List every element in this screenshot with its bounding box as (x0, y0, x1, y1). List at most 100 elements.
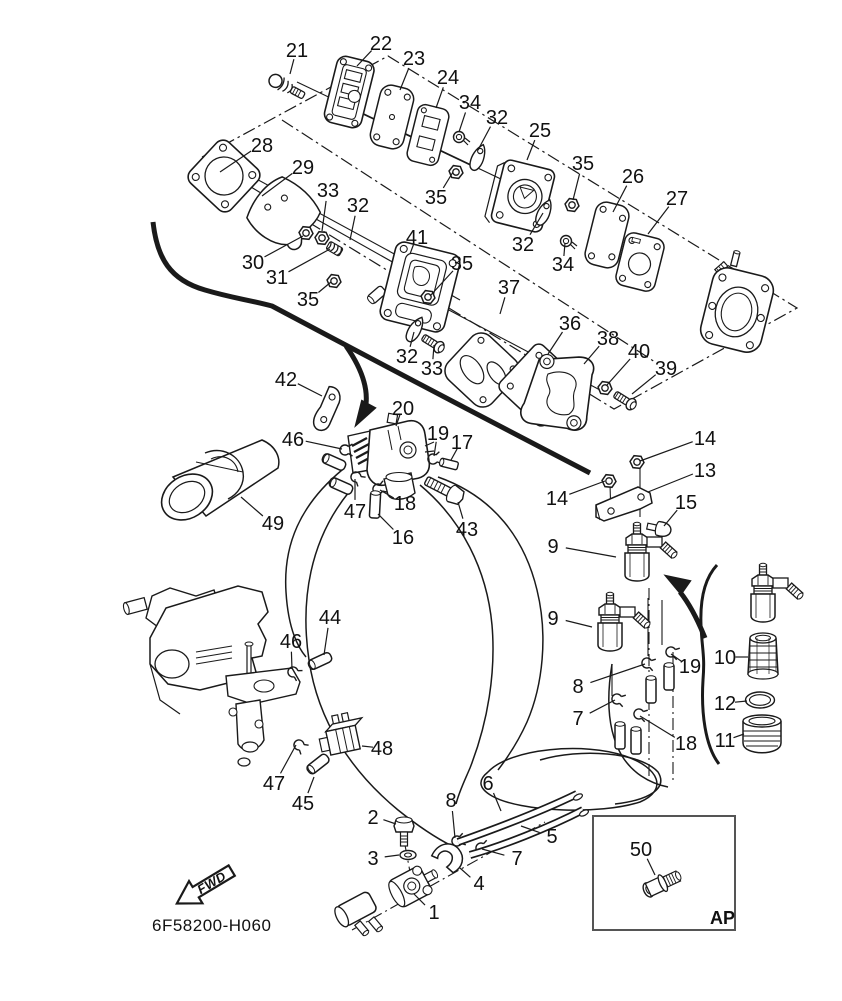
part-callout-35-16: 35 (425, 187, 447, 209)
part-21-screw (268, 73, 306, 99)
part-33-nut (313, 230, 331, 246)
part-callout-32-5: 32 (486, 107, 508, 129)
part-callout-32-18: 32 (512, 234, 534, 256)
part-callout-33-27: 33 (421, 358, 443, 380)
part-callout-21-0: 21 (286, 40, 308, 62)
part-callout-27-9: 27 (666, 188, 688, 210)
leader-line-19-53 (670, 653, 682, 662)
hose-segment (327, 475, 355, 497)
part-callout-34-19: 34 (552, 254, 574, 276)
part-8-clip (639, 655, 657, 672)
part-callout-33-12: 33 (317, 180, 339, 202)
leader-line-23-2 (399, 67, 410, 91)
part-35-nut (563, 197, 581, 213)
leader-line-34-19 (563, 242, 566, 257)
part-callout-31-15: 31 (266, 267, 288, 289)
part-20-carburetor (347, 412, 435, 500)
leader-line-49-38 (240, 496, 264, 517)
part-callout-14-47: 14 (546, 488, 568, 510)
part-callout-3-58: 3 (367, 848, 378, 870)
leader-line-19-32 (433, 441, 437, 457)
part-callout-18-36: 18 (394, 493, 416, 515)
part-34-screw (559, 234, 578, 250)
leader-line-46-31 (305, 440, 343, 450)
hose-segment (614, 721, 626, 750)
leader-line-27-9 (647, 206, 670, 235)
leader-line-24-3 (435, 87, 444, 109)
part-callout-29-11: 29 (292, 157, 314, 179)
leader-line-44-39 (323, 627, 329, 656)
leader-line-5-61 (520, 825, 540, 834)
leader-line-46-40 (290, 651, 293, 670)
part-49-intake-silencer (160, 439, 280, 521)
leader-line-1-64 (413, 893, 426, 906)
part-callout-38-24: 38 (597, 328, 619, 350)
leader-line-38-24 (583, 345, 600, 365)
part-44-hose (306, 650, 334, 672)
part-47-clip (290, 736, 310, 756)
part-callout-45-43: 45 (292, 793, 314, 815)
leader-line-8-54 (590, 663, 646, 684)
part-callout-17-33: 17 (451, 432, 473, 454)
part-31-spring (326, 241, 344, 257)
hose-segment (630, 726, 642, 755)
leader-line-26-8 (612, 185, 628, 213)
leader-line-42-29 (297, 383, 323, 397)
part-25-fuel-pump (484, 159, 556, 233)
ap-inset-box: AP (592, 815, 736, 931)
leader-line-17-33 (450, 448, 458, 461)
part-7-clip (609, 691, 627, 708)
part-32-tab (467, 141, 489, 173)
leader-line-32-5 (477, 126, 492, 151)
part-callout-39-26: 39 (655, 358, 677, 380)
part-6-hose (456, 790, 583, 846)
leader-line-50-65 (646, 858, 656, 876)
part-26-gasket (584, 201, 630, 269)
part-callout-6-60: 6 (482, 773, 493, 795)
leader-line-18-56 (639, 715, 676, 738)
part-callout-16-35: 16 (392, 527, 414, 549)
part-callout-7-55: 7 (572, 708, 583, 730)
part-callout-14-44: 14 (694, 428, 716, 450)
part-callout-4-63: 4 (473, 873, 484, 895)
leader-line-7-62 (481, 848, 505, 856)
leader-line-45-43 (307, 776, 315, 794)
leader-line-39-26 (631, 374, 657, 395)
leader-line-7-55 (589, 699, 616, 714)
part-42-bracket (312, 385, 341, 432)
leader-line-33-27 (432, 344, 435, 360)
part-intake-flange (699, 250, 775, 353)
leader-line-13-45 (647, 473, 694, 493)
leader-line-8-59 (451, 810, 456, 839)
part-callout-35-7: 35 (572, 153, 594, 175)
part-callout-19-32: 19 (427, 423, 449, 445)
part-35-nut (325, 273, 343, 289)
part-callout-2-57: 2 (367, 807, 378, 829)
part-5-hose (468, 806, 589, 859)
part-callout-46-31: 46 (282, 429, 304, 451)
part-callout-9-49: 9 (547, 608, 558, 630)
part-45-hose (304, 751, 332, 777)
direction-arrow-up (663, 574, 708, 639)
part-12-o-ring (744, 691, 776, 709)
leader-line-22-1 (356, 50, 373, 67)
part-callout-36-23: 36 (559, 313, 581, 335)
part-3-washer (399, 849, 417, 861)
part-15-bolt (645, 520, 672, 538)
leader-line-3-58 (384, 854, 400, 858)
part-40-nut (596, 380, 614, 396)
leader-line-6-60 (492, 792, 502, 812)
direction-arrow-down (343, 344, 377, 428)
leader-line-28-10 (219, 150, 252, 173)
leader-line-34-4 (458, 112, 467, 133)
part-callout-8-59: 8 (445, 790, 456, 812)
part-callout-48-41: 48 (371, 738, 393, 760)
part-callout-43-34: 43 (456, 519, 478, 541)
part-callout-41-17: 41 (406, 227, 428, 249)
leader-line-31-15 (288, 248, 331, 273)
leader-line-35-20 (429, 270, 454, 297)
leader-line-47-42 (279, 744, 297, 774)
part-38-pump-assy (520, 353, 595, 431)
part-43-bolt (424, 476, 465, 506)
